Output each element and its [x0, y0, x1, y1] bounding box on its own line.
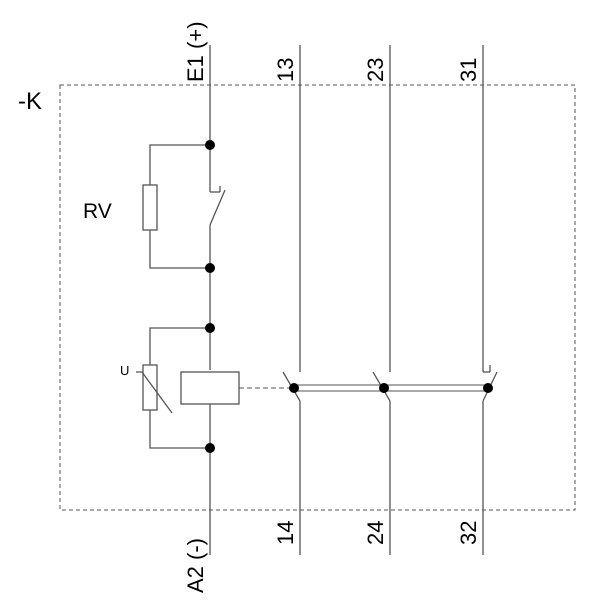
terminal-label-14: 14 — [273, 521, 298, 545]
junction-dot — [205, 263, 215, 273]
device-tag: -K — [18, 88, 42, 115]
contact-31-32 — [482, 45, 498, 555]
varistor-label: U — [120, 363, 129, 378]
rv-resistor — [142, 184, 158, 231]
contact-actuator-bar — [292, 384, 490, 392]
rv-branch — [142, 144, 210, 269]
terminal-label-13: 13 — [273, 58, 298, 82]
junction-dot — [483, 383, 493, 393]
device-boundary — [59, 84, 576, 511]
contact-23-24 — [372, 45, 391, 555]
junction-dot — [205, 323, 215, 333]
relay-coil — [180, 371, 240, 405]
terminal-label-e1: E1 (+) — [183, 21, 208, 82]
connection-dots — [205, 140, 493, 453]
terminal-label-24: 24 — [363, 521, 388, 545]
junction-dot — [205, 140, 215, 150]
rv-contact-switch — [209, 186, 226, 226]
contact-13-14 — [282, 45, 301, 555]
rv-label: RV — [83, 200, 112, 223]
junction-dot — [289, 383, 299, 393]
junction-dot — [205, 443, 215, 453]
terminal-label-a2: A2 (-) — [183, 538, 208, 593]
varistor-branch — [136, 327, 210, 449]
terminal-label-32: 32 — [456, 521, 481, 545]
varistor — [142, 364, 158, 411]
terminal-label-23: 23 — [363, 58, 388, 82]
junction-dot — [379, 383, 389, 393]
terminal-label-31: 31 — [456, 58, 481, 82]
